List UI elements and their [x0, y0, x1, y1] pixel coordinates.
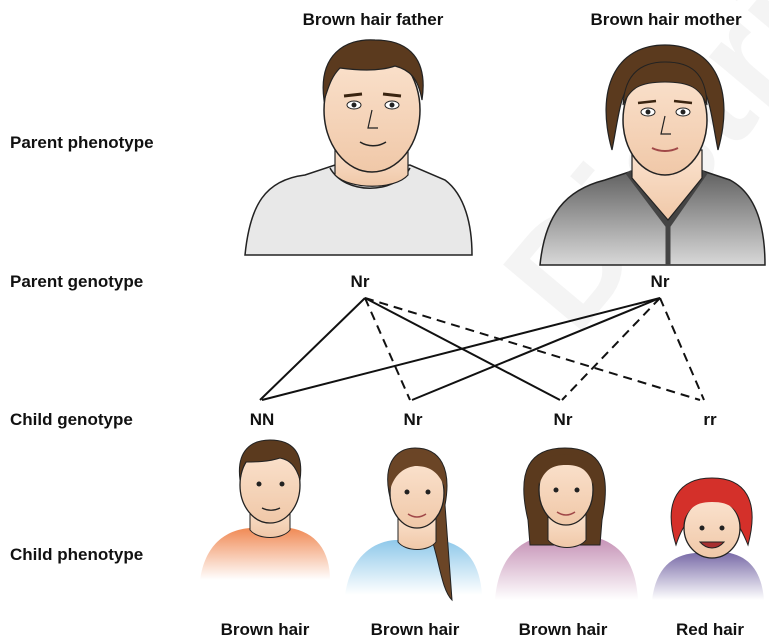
- child-3-portrait: [495, 448, 638, 600]
- child-2-portrait: [345, 448, 482, 600]
- child-4-portrait: [652, 478, 764, 600]
- child-1-portrait: [200, 440, 330, 580]
